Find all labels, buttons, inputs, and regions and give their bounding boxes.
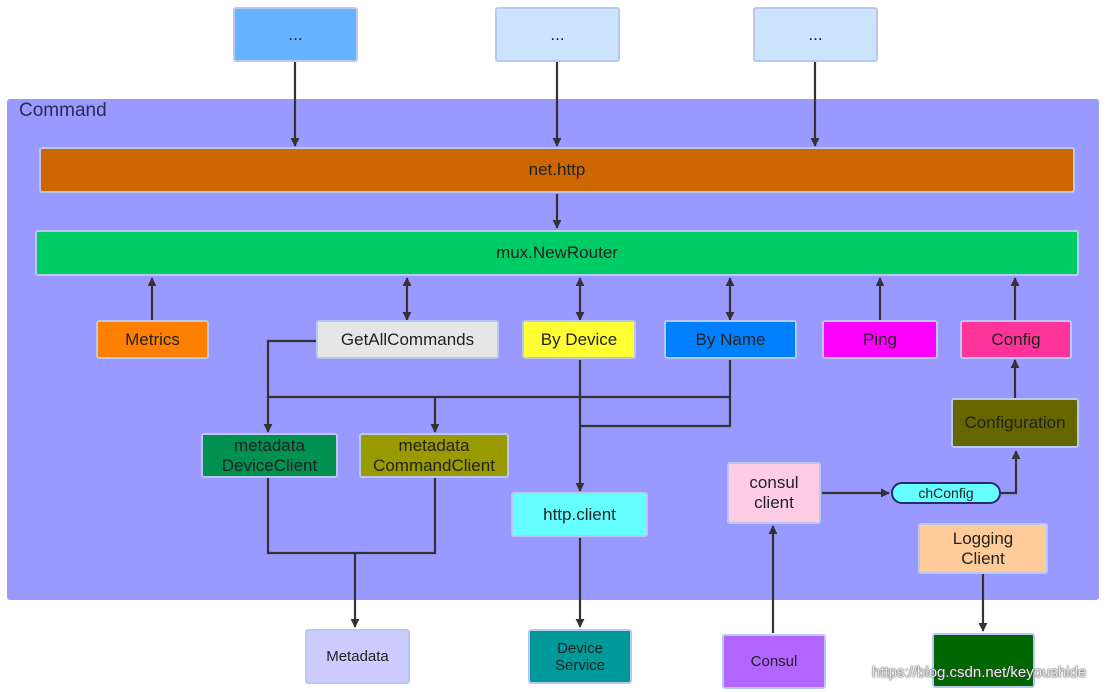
edge-getall-to-device-client	[263, 339, 318, 433]
logging-service-box	[932, 633, 1035, 688]
logging-client-box: Logging Client	[918, 523, 1048, 574]
watermark-text: https://blog.csdn.net/keyoushide	[872, 664, 1087, 681]
top-right-box: ...	[753, 7, 878, 62]
ping-box: Ping	[822, 320, 938, 359]
by-name-box: By Name	[664, 320, 797, 359]
mux-router-box: mux.NewRouter	[35, 230, 1079, 276]
metadata-device-client-box: metadata DeviceClient	[201, 433, 338, 478]
consul-client-box: consul client	[727, 462, 821, 524]
edge-device-client-to-metadata	[266, 478, 437, 555]
command-container-label: Command	[19, 100, 107, 121]
ch-config-box: chConfig	[891, 482, 1001, 504]
metrics-box: Metrics	[96, 320, 209, 359]
consul-service-box: Consul	[722, 634, 826, 689]
device-service-box: Device Service	[528, 629, 632, 684]
edge-byname-to-http-client	[580, 397, 732, 428]
top-left-box: ...	[233, 7, 358, 62]
by-device-box: By Device	[522, 320, 636, 359]
edge-chconfig-to-configuration	[1001, 450, 1021, 495]
metadata-command-client-box: metadata CommandClient	[359, 433, 509, 478]
edge-bus-top	[268, 360, 732, 399]
top-middle-box: ...	[495, 7, 620, 62]
get-all-commands-box: GetAllCommands	[316, 320, 499, 359]
http-client-box: http.client	[511, 492, 648, 537]
config-box: Config	[960, 320, 1072, 359]
metadata-service-box: Metadata	[305, 629, 410, 684]
net-http-box: net.http	[39, 147, 1075, 193]
configuration-box: Configuration	[951, 398, 1079, 448]
